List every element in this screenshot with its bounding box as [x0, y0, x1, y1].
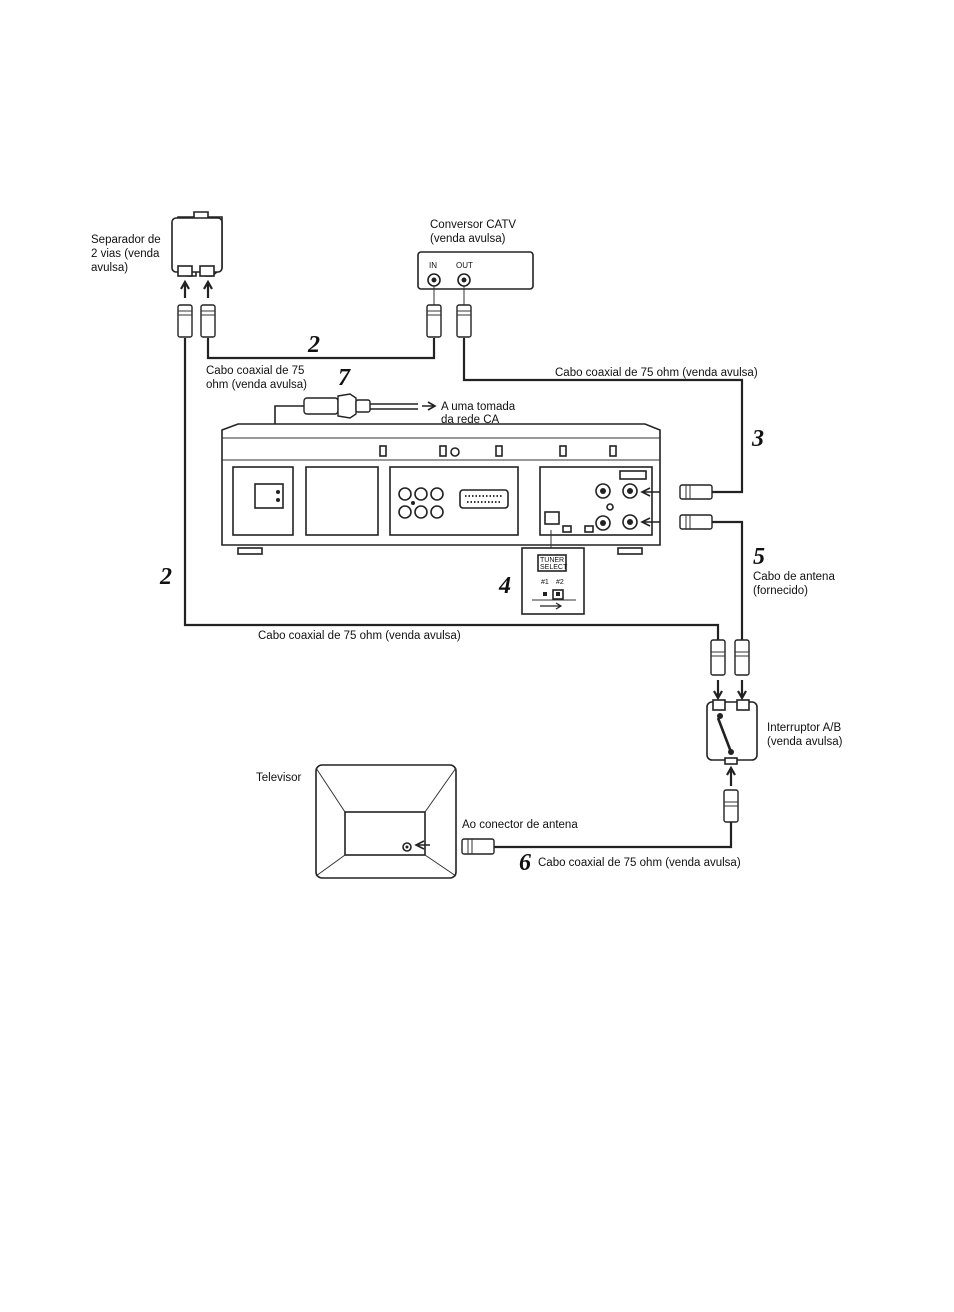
- splitter-label-line1: Separador de: [91, 234, 161, 246]
- tuner-select-line1: TUNER: [540, 557, 564, 564]
- ab-switch: [706, 699, 758, 765]
- tv-label: Televisor: [256, 772, 302, 784]
- catv-label-line2: (venda avulsa): [430, 233, 506, 245]
- cable-3-label: Cabo coaxial de 75 ohm (venda avulsa): [555, 367, 758, 379]
- tuner-select-callout: [521, 530, 585, 615]
- step-5: 5: [753, 544, 765, 570]
- catv-plugs: [426, 304, 472, 338]
- catv-label-line1: Conversor CATV: [430, 219, 516, 231]
- cable-ab-switch-to-tv: [494, 822, 733, 849]
- power-cord: [370, 403, 418, 410]
- cable-splitter-to-ab-switch: [183, 338, 720, 640]
- vcr-av-jacks: [398, 487, 444, 519]
- step-7: 7: [338, 365, 351, 391]
- catv-out-label: OUT: [456, 261, 473, 270]
- cable-2-bottom-label: Cabo coaxial de 75 ohm (venda avulsa): [258, 630, 461, 642]
- cable-2-top-label-line2: ohm (venda avulsa): [206, 379, 307, 391]
- cable-catv-out-to-vcr: [462, 338, 744, 494]
- step-2-left: 2: [159, 564, 172, 590]
- catv-converter: [417, 251, 534, 305]
- ab-switch-label-line1: Interruptor A/B: [767, 722, 841, 734]
- antenna-cable-label-line1: Cabo de antena: [753, 571, 835, 583]
- vcr-scart-connector: [459, 489, 509, 509]
- splitter-label-line3: avulsa): [91, 262, 128, 274]
- tv-antenna-plug: [414, 838, 495, 855]
- vcr-arrows: [640, 487, 660, 527]
- ac-outlet-label-line2: da rede CA: [441, 414, 500, 426]
- ab-switch-label-line2: (venda avulsa): [767, 736, 843, 748]
- cable-vcr-to-ab-switch: [712, 520, 744, 640]
- television: [315, 764, 457, 879]
- vcr-cable-plugs: [679, 484, 713, 530]
- antenna-connector-label: Ao conector de antena: [462, 819, 578, 831]
- tuner-position-1: #1: [541, 579, 549, 586]
- two-way-splitter: [171, 211, 223, 277]
- ab-switch-arrows: [713, 680, 747, 701]
- step-4: 4: [498, 573, 511, 599]
- step-3: 3: [751, 426, 764, 452]
- cable-splitter-to-catv-in: [206, 338, 436, 360]
- splitter-arrows: [180, 279, 213, 298]
- antenna-cable-label-line2: (fornecido): [753, 585, 808, 597]
- catv-in-label: IN: [429, 261, 437, 270]
- ab-switch-output: [723, 765, 739, 823]
- step-6: 6: [519, 850, 531, 876]
- splitter-label-line2: 2 vias (venda: [91, 248, 160, 260]
- splitter-plugs: [177, 304, 216, 338]
- power-plug: [303, 393, 371, 419]
- vcr-unit: [221, 423, 661, 555]
- tuner-position-2: #2: [556, 579, 564, 586]
- ab-switch-plugs-top: [710, 639, 750, 676]
- cable-2-top-label-line1: Cabo coaxial de 75: [206, 365, 304, 377]
- tuner-select-line2: SELECT: [540, 564, 568, 571]
- cable-6-label: Cabo coaxial de 75 ohm (venda avulsa): [538, 857, 741, 869]
- step-2-top: 2: [307, 332, 320, 358]
- ac-outlet-arrow: [422, 401, 437, 411]
- ac-outlet-label-line1: A uma tomada: [441, 401, 516, 413]
